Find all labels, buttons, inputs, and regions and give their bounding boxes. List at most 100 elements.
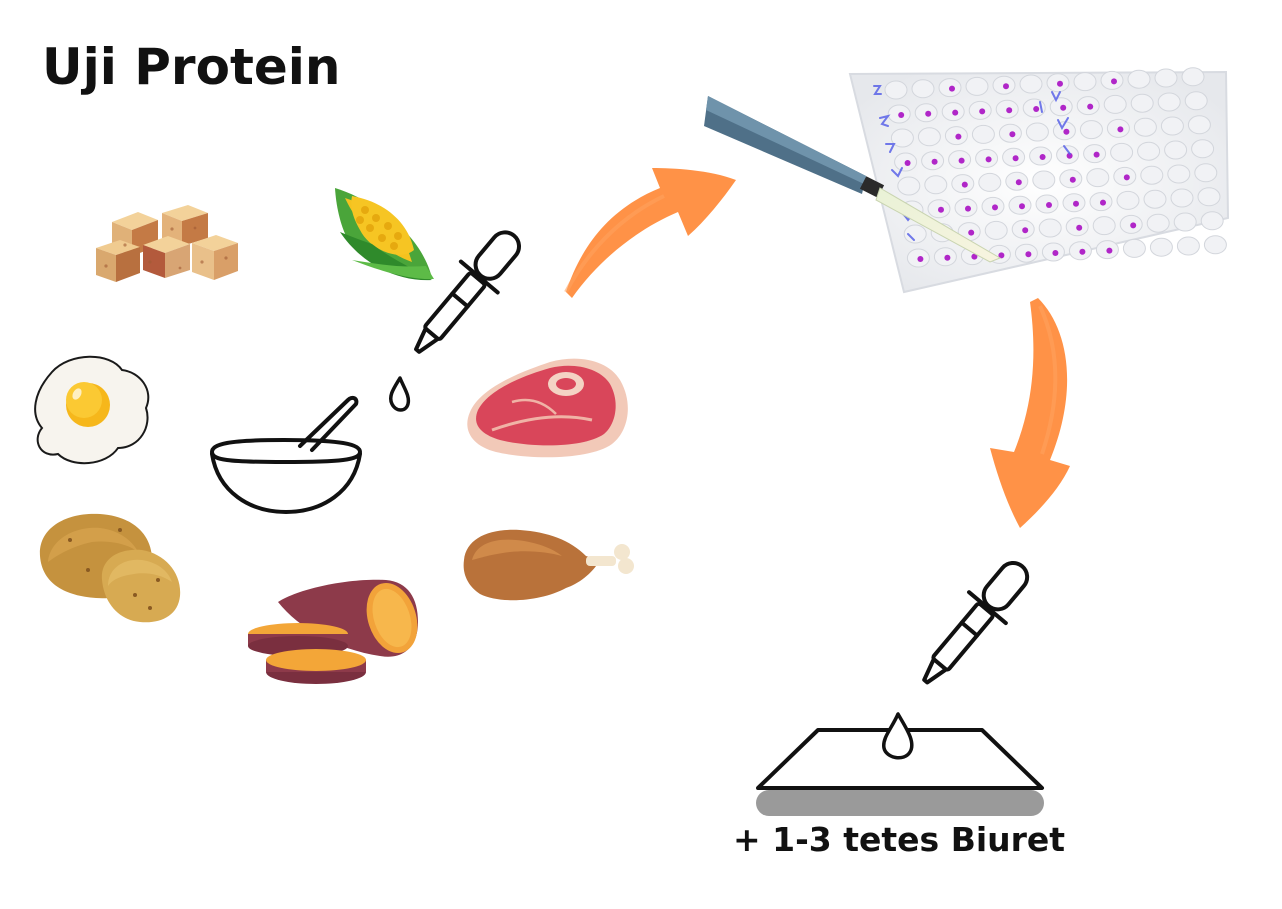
plate-well (903, 224, 927, 244)
well-sample (1039, 154, 1046, 160)
plate-well (1181, 67, 1205, 87)
chicken-drumstick-icon (463, 529, 634, 601)
plate-well (971, 124, 995, 144)
well-sample (1046, 202, 1052, 208)
plate-well (1154, 68, 1178, 88)
plate-well (1133, 117, 1157, 137)
plate-well (978, 172, 1002, 192)
sweet-potato-icon (248, 579, 418, 684)
well-sample (938, 206, 944, 213)
plate-well (1019, 74, 1043, 94)
plate-well (911, 79, 935, 99)
plate-well (965, 76, 989, 96)
well-sample (992, 204, 998, 211)
plate-well (1170, 188, 1194, 208)
meat-icon (467, 358, 628, 458)
plate-well (917, 127, 941, 147)
well-sample (1106, 247, 1113, 254)
bowl-icon (210, 395, 362, 514)
corn-icon (335, 188, 434, 281)
plate-well (1146, 213, 1170, 233)
page-title: Uji Protein (42, 38, 341, 96)
well-sample (961, 181, 968, 188)
well-sample (965, 205, 971, 212)
plate-well (1038, 218, 1062, 238)
well-sample (1015, 179, 1022, 186)
plate-well (1143, 189, 1167, 209)
plate-well (1173, 212, 1197, 232)
well-sample (925, 110, 932, 117)
well-sample (985, 156, 992, 163)
well-sample (1063, 128, 1070, 135)
well-sample (1117, 126, 1124, 133)
plate-well (1203, 235, 1227, 255)
plate-well (1184, 91, 1208, 111)
well-sample (1076, 224, 1083, 231)
well-sample (1093, 151, 1100, 158)
well-sample (1079, 248, 1086, 255)
microplate-icon (848, 67, 1230, 294)
well-sample (1100, 199, 1106, 206)
plate-well (1200, 211, 1224, 231)
well-sample (998, 252, 1005, 259)
plate-well (1149, 237, 1173, 257)
well-sample (971, 253, 978, 260)
plate-well (1164, 140, 1188, 160)
plate-well (1194, 163, 1218, 183)
well-sample (1003, 83, 1009, 90)
dropper-icon (388, 230, 521, 412)
plate-well (1176, 236, 1200, 256)
plate-well (1191, 139, 1215, 159)
plate-well (1127, 69, 1151, 89)
plate-well (1086, 168, 1110, 188)
plate-well (1079, 120, 1103, 140)
plate-well (884, 80, 908, 100)
plate-well (1092, 216, 1116, 236)
well-sample (1012, 155, 1019, 162)
well-sample (949, 85, 955, 92)
plate-well (1116, 190, 1140, 210)
plate-well (890, 128, 914, 148)
well-sample (1019, 203, 1025, 210)
well-sample (1022, 227, 1029, 234)
plate-well (984, 220, 1008, 240)
well-sample (952, 109, 959, 116)
potato-icon (39, 513, 181, 623)
well-sample (1006, 107, 1013, 114)
dropper-icon-biuret (922, 560, 1030, 685)
well-sample (1130, 222, 1137, 229)
well-sample (979, 108, 986, 115)
well-sample (1057, 80, 1063, 87)
well-sample (958, 157, 965, 164)
arrow-to-plate (564, 168, 736, 298)
well-sample (1069, 176, 1076, 183)
well-sample (917, 256, 924, 262)
arrow-to-slide (990, 298, 1070, 528)
well-sample (1052, 250, 1059, 256)
slide-icon (756, 712, 1044, 816)
plate-well (1137, 141, 1161, 161)
well-sample (1060, 104, 1067, 111)
plate-well (1073, 72, 1097, 92)
plate-well (1025, 122, 1049, 142)
well-sample (898, 112, 905, 118)
plate-well (1140, 165, 1164, 185)
plate-well (1110, 142, 1134, 162)
plate-well (1197, 187, 1221, 207)
well-sample (1073, 200, 1079, 207)
reagent-caption: + 1-3 tetes Biuret (733, 820, 1066, 859)
plate-well (1187, 115, 1211, 135)
well-sample (955, 133, 962, 140)
well-sample (1087, 103, 1094, 110)
well-sample (1111, 78, 1117, 85)
well-sample (931, 158, 938, 165)
plate-well (1157, 92, 1181, 112)
well-sample (968, 229, 975, 236)
tofu-icon (96, 205, 238, 282)
pipette-icon (704, 96, 1002, 263)
plate-well (1130, 93, 1154, 113)
plate-well (1032, 170, 1056, 190)
plate-well (1160, 116, 1184, 136)
well-sample (944, 254, 951, 261)
